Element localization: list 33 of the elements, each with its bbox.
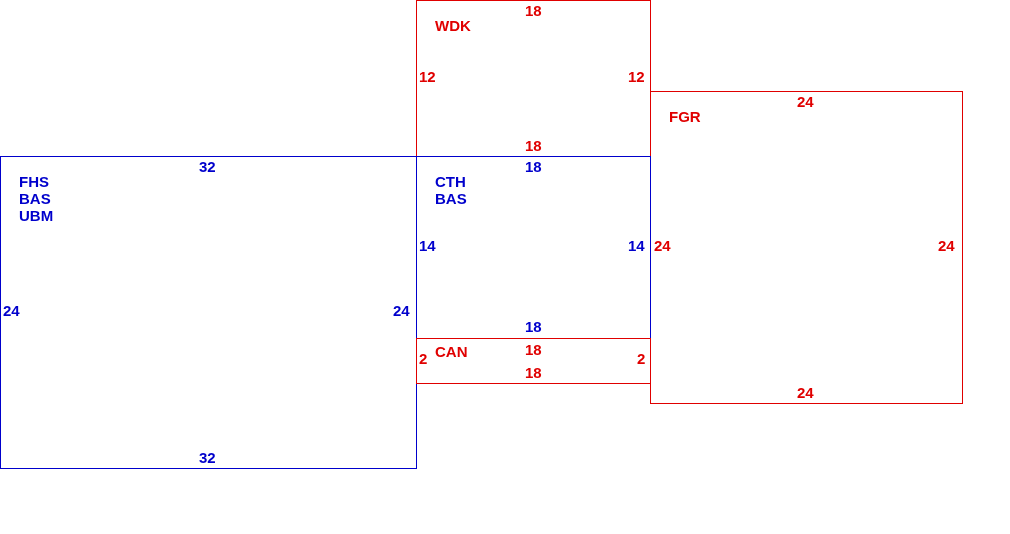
room-label: BAS	[19, 190, 52, 207]
dimension-label: 24	[393, 302, 410, 319]
dimension-label: 18	[525, 318, 542, 335]
room-label: WDK	[435, 17, 471, 34]
room-label: BAS	[435, 190, 467, 207]
dimension-label: 12	[419, 68, 436, 85]
dimension-label: 2	[419, 350, 428, 367]
room-outline	[650, 91, 963, 404]
room-label: UBM	[19, 207, 54, 224]
dimension-label: 18	[525, 341, 542, 358]
dimension-label: 24	[797, 93, 814, 110]
room-outline	[0, 156, 417, 469]
dimension-label: 32	[199, 158, 216, 175]
dimension-label: 24	[654, 237, 671, 254]
room-outline	[416, 156, 651, 339]
dimension-label: 14	[628, 237, 645, 254]
dimension-label: 18	[525, 364, 542, 381]
dimension-label: 2	[637, 350, 646, 367]
dimension-label: 24	[797, 384, 814, 401]
room-outline	[416, 0, 651, 157]
dimension-label: 18	[525, 2, 542, 19]
dimension-label: 12	[628, 68, 645, 85]
room-label: CTH	[435, 173, 467, 190]
room-label: CAN	[435, 343, 468, 360]
room-outline	[416, 338, 651, 384]
dimension-label: 18	[525, 137, 542, 154]
dimension-label: 14	[419, 237, 436, 254]
dimension-label: 32	[199, 449, 216, 466]
room-label: FGR	[669, 108, 701, 125]
room-label: FHS	[19, 173, 50, 190]
dimension-label: 24	[938, 237, 955, 254]
dimension-label: 18	[525, 158, 542, 175]
dimension-label: 24	[3, 302, 20, 319]
